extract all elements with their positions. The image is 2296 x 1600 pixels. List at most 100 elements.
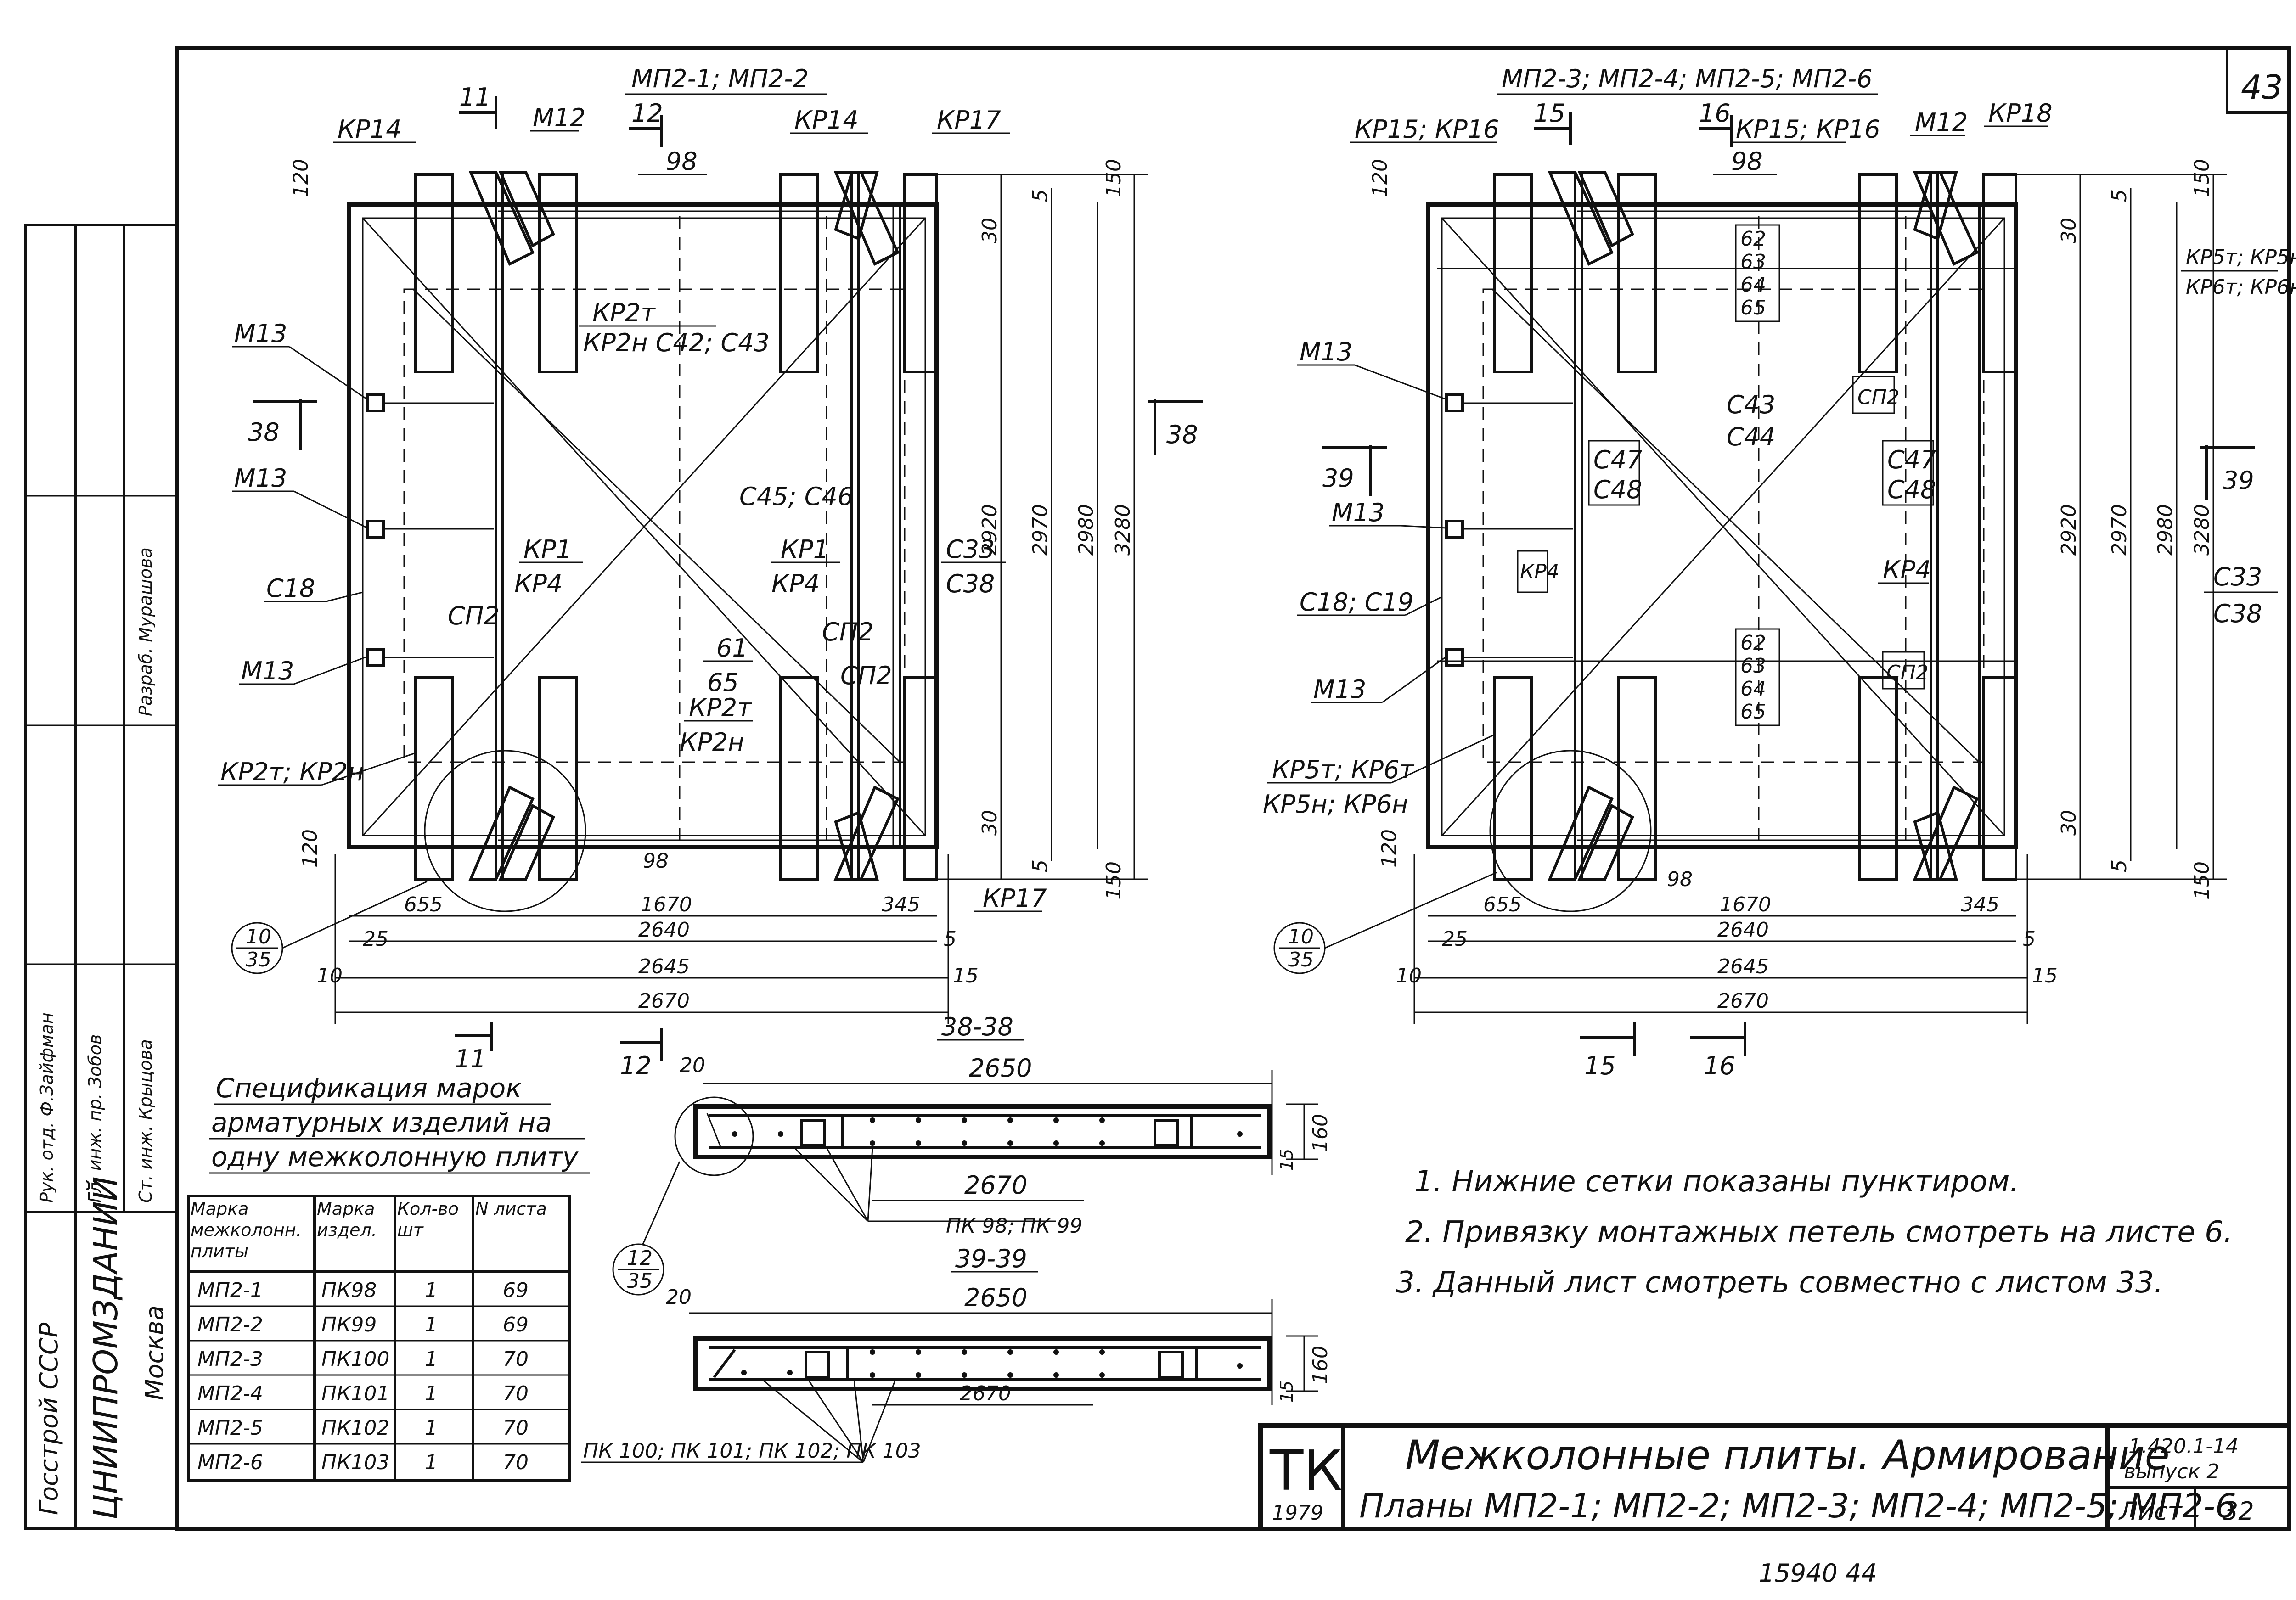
plan-right-label: 62 [1740, 227, 1766, 251]
stamp-org-name: ЦНИИПРОМЗДАНИЙ [86, 1176, 125, 1520]
signature-4: Разраб. Мурашова [135, 547, 156, 716]
plan-right-label: С44 [1727, 422, 1775, 451]
spec-title-line: арматурных изделий на [211, 1107, 552, 1138]
spec-header-cell: N листа [475, 1199, 547, 1219]
plan-right-label: КР6т; КР6н [2186, 275, 2296, 299]
plan-right-label: 98 [1731, 147, 1763, 176]
spec-cell: 1 [425, 1313, 438, 1336]
section-38-dim: 160 [1309, 1114, 1332, 1152]
plan-left-label: 65 [707, 668, 739, 697]
plan-right-label: СП2 [1857, 386, 1900, 409]
dim: 2670 [1717, 989, 1769, 1013]
dim: 2970 [1029, 504, 1052, 556]
plan-left-label: М13 [241, 657, 294, 685]
plan-left-label: 61 [716, 634, 748, 662]
spec-cell: 70 [503, 1416, 529, 1440]
plan-left-label: КР4 [771, 569, 820, 598]
handwritten-footer: 15940 44 [1759, 1559, 1877, 1588]
notes: 1. Нижние сетки показаны пунктиром. 2. П… [1396, 1165, 2233, 1300]
dim: 655 [1483, 893, 1522, 916]
dim: 30 [2057, 810, 2081, 836]
spec-cell: 1 [425, 1382, 438, 1405]
spec-cell: 70 [503, 1347, 529, 1371]
stamp-series: 1.420.1-14 [2128, 1435, 2239, 1458]
plan-left-label: КР2т [689, 693, 752, 722]
dim: 5 [2023, 927, 2036, 951]
plan-right-label: КР15; КР16 [1736, 115, 1880, 144]
plan-right: МП2-3; МП2-4; МП2-5; МП2-6 [1263, 64, 2296, 1080]
plan-left-label: КР14 [338, 115, 402, 144]
plan-right-label: 62 [1740, 631, 1766, 655]
dim: 30 [2057, 218, 2081, 243]
spec-cell: 69 [503, 1279, 529, 1302]
stamp-org-city: Москва [140, 1305, 169, 1400]
dim: 30 [978, 218, 1002, 243]
spec-cell: МП2-2 [197, 1313, 263, 1336]
dim: 120 [298, 829, 322, 868]
plan-left-label: КР17 [983, 884, 1047, 913]
title-block: ТК 1979 Межколонные плиты. Армирование П… [1258, 1423, 2291, 1531]
plan-left-callout-num: 10 [246, 925, 271, 949]
plan-right-label: 65 [1740, 296, 1766, 320]
dim: 5 [1029, 859, 1052, 872]
spec-table: Спецификация марок арматурных изделий на… [187, 1072, 590, 1482]
plan-left-label: КР1 [523, 535, 572, 564]
spec-title-line: одну межколонную плиту [211, 1141, 579, 1173]
plan-left-label: С38 [946, 569, 995, 598]
plan-right-title: МП2-3; МП2-4; МП2-5; МП2-6 [1502, 64, 1873, 93]
section-39-title: 39-39 [955, 1244, 1027, 1273]
plan-right-label: КР18 [1988, 99, 2053, 128]
stamp-title-2: Планы МП2-1; МП2-2; МП2-3; МП2-4; МП2-5;… [1359, 1487, 2236, 1525]
dim: 150 [1102, 861, 1125, 900]
plan-left-label: КР17 [937, 106, 1001, 135]
plan-left-label: КР2т [592, 298, 656, 327]
dim: 2970 [2108, 504, 2131, 556]
dim: 2920 [978, 504, 1002, 556]
plan-left-label: С18 [266, 574, 315, 603]
plan-right-callout-den: 35 [1288, 948, 1314, 971]
spec-header-cell: Марка издел. [317, 1199, 377, 1240]
dim: 98 [1667, 868, 1693, 891]
spec-cell: ПК99 [321, 1313, 377, 1336]
note-3: 3. Данный лист смотреть совместно с лист… [1396, 1266, 2163, 1300]
plan-left-label: СП2 [840, 661, 892, 690]
spec-cell: МП2-6 [197, 1451, 263, 1474]
dim: 1670 [641, 893, 692, 916]
plan-right-label: С33 [2213, 562, 2262, 591]
plan-right-label: 65 [1740, 700, 1766, 724]
section-mark: 15 [1534, 99, 1565, 128]
dim: 150 [2190, 861, 2214, 900]
plan-right-label: КР5т; КР6т [1272, 755, 1414, 784]
dim: 120 [1378, 829, 1401, 868]
dim: 5 [2108, 859, 2131, 872]
plan-left-label: М13 [234, 319, 287, 348]
plan-left-label: М12 [533, 103, 585, 132]
spec-cell: 1 [425, 1416, 438, 1440]
dim: 2645 [1717, 955, 1769, 978]
plan-right-label: М12 [1915, 108, 1968, 137]
section-39-dim: 2670 [960, 1382, 1011, 1405]
plan-right-label: КР15; КР16 [1355, 115, 1499, 144]
plan-left-label: С45; С46 [739, 482, 853, 511]
plan-left-label: КР4 [514, 569, 563, 598]
dim: 3280 [1111, 504, 1135, 556]
spec-cell: 69 [503, 1313, 529, 1336]
plan-left-label: КР14 [794, 106, 859, 135]
dim: 15 [2032, 964, 2058, 988]
section-38-38: 38-38 20 2650 160 15 2670 ПК 98; ПК 99 [612, 1012, 1332, 1296]
dim: 655 [404, 893, 443, 916]
section-39-dim: 160 [1309, 1346, 1332, 1384]
plan-right-label: КР5т; КР5н [2186, 246, 2296, 269]
spec-header-cell: Марка межколонн. плиты [191, 1199, 302, 1261]
dim: 25 [363, 927, 388, 951]
side-stamp: Госстрой СССР ЦНИИПРОМЗДАНИЙ Москва Рук.… [24, 224, 178, 1530]
plan-right-label: С47 [1887, 445, 1936, 474]
plan-right-label: С48 [1593, 475, 1642, 504]
plan-right-label: КР4 [1883, 556, 1931, 584]
dim: 2980 [2154, 504, 2177, 556]
dim: 25 [1442, 927, 1468, 951]
plan-left-label: С33 [946, 535, 995, 564]
plan-right-label: М13 [1332, 498, 1384, 527]
dim: 30 [978, 810, 1002, 836]
